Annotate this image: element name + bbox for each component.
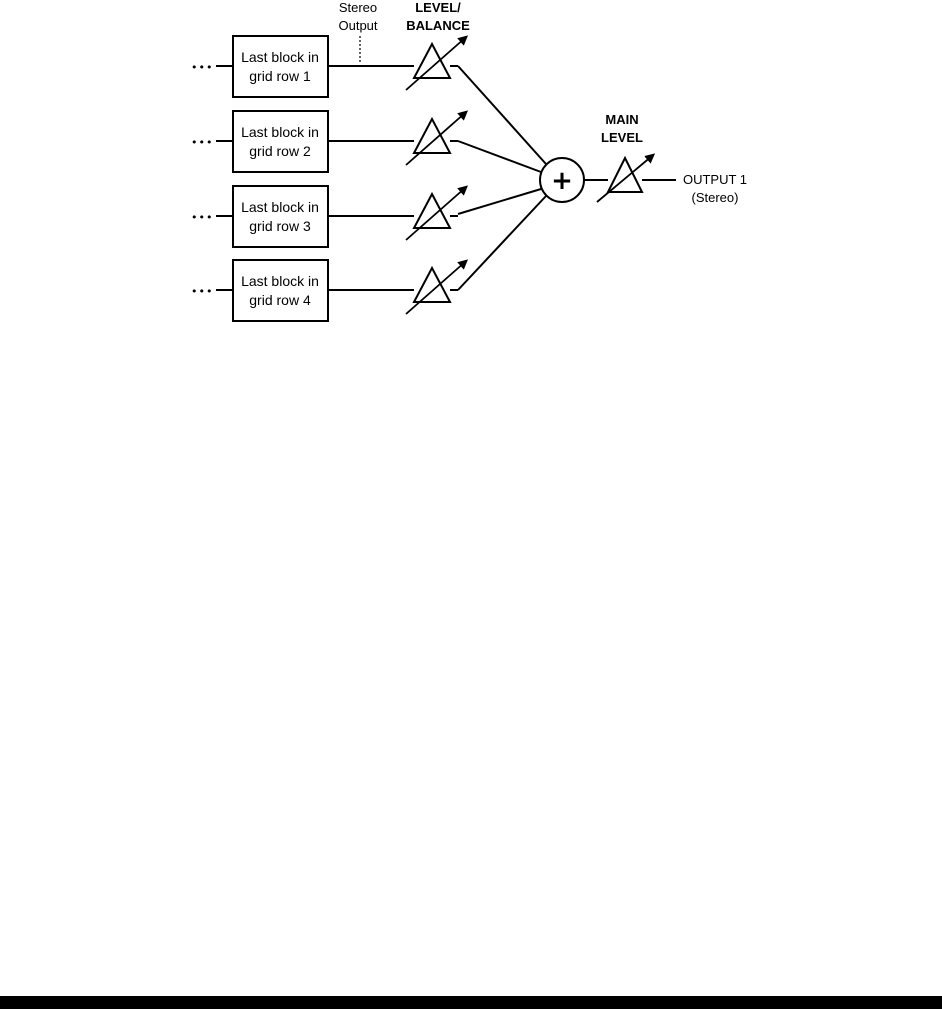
row1-to-sum-wire — [457, 65, 547, 165]
signal-row-3: ••• Last block in grid row 3 — [191, 185, 469, 248]
stereo-output-label-line2: Output — [338, 18, 377, 33]
signal-row-4: ••• Last block in grid row 4 — [191, 259, 469, 322]
grid-row-1-block-label-line1: Last block in — [241, 49, 319, 65]
main-level-label-line1: MAIN — [605, 112, 638, 127]
signal-row-2: ••• Last block in grid row 2 — [191, 110, 469, 173]
row2-to-sum-wire — [457, 140, 542, 173]
grid-row-3-block-label-line1: Last block in — [241, 199, 319, 215]
stereo-output-label-line1: Stereo — [339, 0, 377, 15]
level-balance-label-line1: LEVEL/ — [415, 0, 461, 15]
row-4-level-adjust-arrow-icon — [405, 259, 469, 315]
grid-row-3-block — [232, 185, 329, 248]
grid-row-4-block-label-line2: grid row 4 — [249, 292, 311, 308]
signal-row-1: ••• Last block in grid row 1 — [191, 35, 469, 98]
grid-row-4-block — [232, 259, 329, 322]
grid-row-2-block-label-line1: Last block in — [241, 124, 319, 140]
main-level-adjust-arrow-icon — [596, 153, 656, 203]
row3-to-sum-wire — [457, 188, 542, 215]
row-3-level-adjust-arrow-icon — [405, 185, 469, 241]
row-2-level-balance-amplifier — [412, 116, 452, 154]
row4-to-sum-wire — [457, 195, 547, 291]
grid-row-3-block-label-line2: grid row 3 — [249, 218, 311, 234]
summing-plus-icon: + — [551, 166, 573, 196]
row-2-level-adjust-arrow-icon — [405, 110, 469, 166]
output-label-line2: (Stereo) — [692, 190, 739, 205]
grid-row-1-block — [232, 35, 329, 98]
grid-row-1-block-label-line2: grid row 1 — [249, 68, 311, 84]
main-level-amplifier — [606, 155, 644, 193]
row-1-level-adjust-arrow-icon — [405, 35, 469, 91]
grid-row-2-block-label-line2: grid row 2 — [249, 143, 311, 159]
row-2-ellipsis: ••• — [191, 136, 213, 149]
row-3-level-balance-amplifier — [412, 191, 452, 229]
row-4-ellipsis: ••• — [191, 285, 213, 298]
row-1-level-balance-amplifier — [412, 41, 452, 79]
level-balance-label-line2: BALANCE — [406, 18, 470, 33]
page-bottom-border — [0, 996, 942, 1009]
main-level-label-line2: LEVEL — [601, 130, 643, 145]
output-label-line1: OUTPUT 1 — [683, 172, 747, 187]
row-1-ellipsis: ••• — [191, 61, 213, 74]
grid-row-4-block-label-line1: Last block in — [241, 273, 319, 289]
row-3-ellipsis: ••• — [191, 211, 213, 224]
row-4-level-balance-amplifier — [412, 265, 452, 303]
grid-row-2-block — [232, 110, 329, 173]
